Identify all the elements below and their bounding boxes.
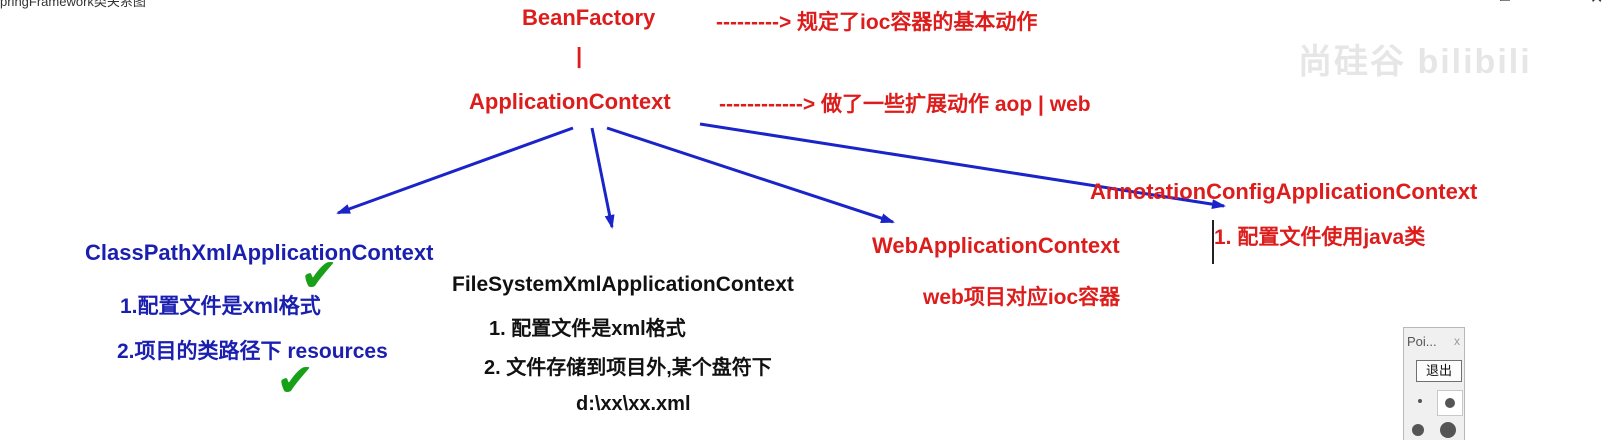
exit-button[interactable]: 退出 [1416,360,1462,382]
watermark-logo: 尚硅谷 bilibili [1298,43,1532,81]
arrow-to-classpath [336,126,574,215]
close-icon[interactable]: ✕ [1590,0,1603,8]
large-dot-icon [1445,398,1455,408]
arrow-to-annotation [699,122,1226,210]
filesystem-context-label: FileSystemXmlApplicationContext [452,273,794,296]
dot-icon[interactable] [1440,422,1456,438]
web-context-item: web项目对应ioc容器 [923,286,1121,309]
small-dot-icon[interactable] [1418,399,1422,403]
application-context-label: ApplicationContext [469,89,671,114]
annotation-context-label: AnnotationConfigApplicationContext [1090,179,1478,204]
maximize-icon[interactable]: □ [1500,0,1510,6]
arrow-to-filesystem [590,127,615,229]
filesystem-item: 2. 文件存储到项目外,某个盘符下 [484,357,772,379]
large-dot-selector[interactable] [1437,390,1463,416]
filesystem-item: d:\xx\xx.xml [576,393,691,415]
classpath-item: 2.项目的类路径下 resources [117,340,388,363]
filesystem-item: 1. 配置文件是xml格式 [489,318,686,340]
classpath-context-label: ClassPathXmlApplicationContext [85,240,434,265]
hierarchy-pipe: | [576,43,583,68]
poi-panel-title: Poi... [1407,334,1437,349]
dot-icon[interactable] [1412,424,1424,436]
window-title: pringFramework类关系图 [0,0,146,9]
web-context-label: WebApplicationContext [872,233,1120,258]
bean-factory-label: BeanFactory [522,5,656,30]
classpath-item: 1.配置文件是xml格式 [120,295,321,318]
poi-panel: Poi... x 退出 [1403,327,1465,440]
check-icon: ✔ [300,249,339,301]
application-context-note: ------------> 做了一些扩展动作 aop | web [719,93,1091,116]
check-icon: ✔ [276,354,315,406]
annotation-context-item: 1. 配置文件使用java类 [1214,226,1426,249]
text-cursor [1212,220,1214,264]
arrow-to-web [606,126,895,224]
minimize-icon[interactable]: – [1393,0,1402,6]
close-icon[interactable]: x [1454,334,1460,348]
bean-factory-note: ---------> 规定了ioc容器的基本动作 [716,11,1038,34]
